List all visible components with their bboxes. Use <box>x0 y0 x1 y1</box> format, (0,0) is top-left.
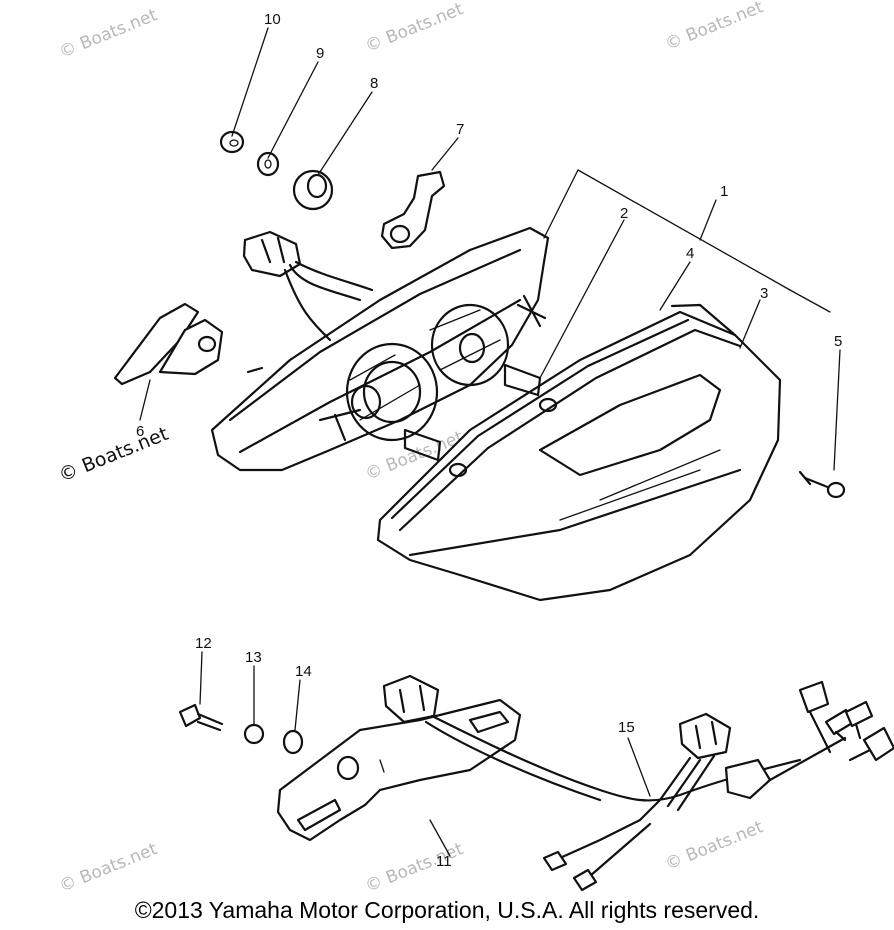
callout-11: 11 <box>436 853 452 870</box>
part-11-bracket <box>276 698 522 857</box>
part-9-washer <box>256 151 280 177</box>
callout-15: 15 <box>618 719 635 736</box>
watermark-text: © Boats.net <box>662 817 766 875</box>
part-14-nut <box>282 679 304 755</box>
watermark-text: © Boats.net <box>56 5 160 63</box>
watermark-text: © Boats.net <box>662 0 766 55</box>
copyright-notice: ©2013 Yamaha Motor Corporation, U.S.A. A… <box>134 897 760 923</box>
callout-5: 5 <box>834 333 842 350</box>
callout-2: 2 <box>620 205 628 222</box>
part-13-washer <box>243 665 265 745</box>
taillight-lens-assembly <box>376 303 782 602</box>
callout-12: 12 <box>195 635 212 652</box>
part-7-bracket <box>380 170 446 250</box>
part-10-cap <box>219 130 245 154</box>
part-8-grommet <box>292 169 334 211</box>
callout-7: 7 <box>456 121 464 138</box>
callout-1: 1 <box>720 183 728 200</box>
part-15-wire-harness <box>382 674 894 892</box>
callout-6: 6 <box>136 423 144 440</box>
callout-10: 10 <box>264 11 281 28</box>
watermark-text: © Boats.net <box>56 423 172 487</box>
callout-8: 8 <box>370 75 378 92</box>
part-5-screw <box>798 470 846 499</box>
callout-14: 14 <box>295 663 312 680</box>
callouts: 10 9 8 7 1 2 4 3 5 6 12 13 14 15 11 <box>136 11 842 870</box>
leader-lines <box>139 27 841 471</box>
watermark-text: © Boats.net <box>56 839 160 897</box>
callout-9: 9 <box>316 45 324 62</box>
callout-3: 3 <box>760 285 768 302</box>
callout-13: 13 <box>245 649 262 666</box>
part-12-bolt <box>178 651 224 732</box>
part-6-cover <box>113 302 224 386</box>
callout-4: 4 <box>686 245 694 262</box>
taillight-base-housing <box>210 226 550 472</box>
watermark-text: © Boats.net <box>362 0 466 57</box>
